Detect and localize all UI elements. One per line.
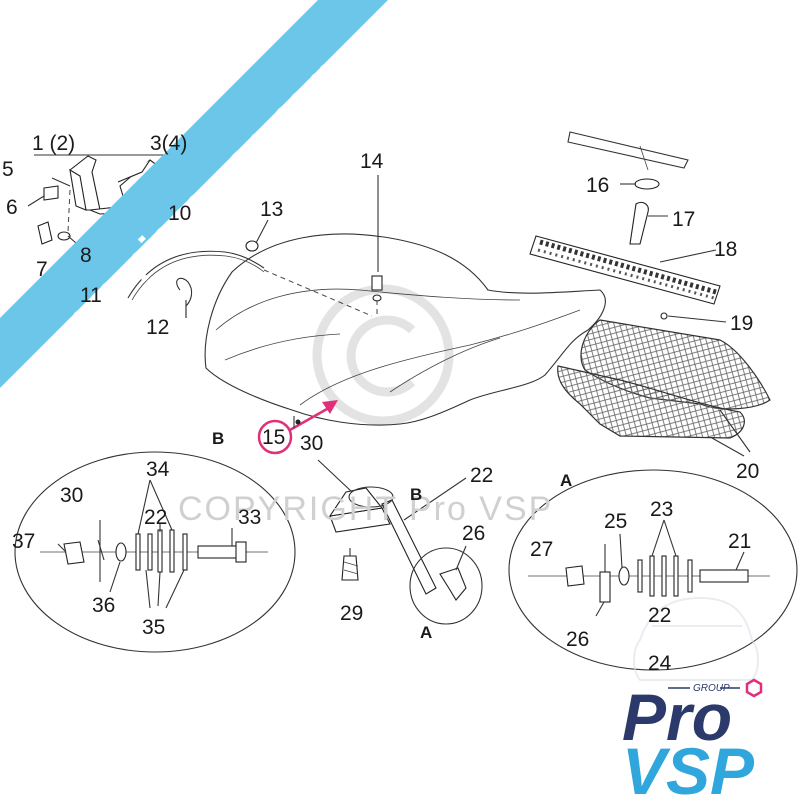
callout-25-right: 25 [604, 510, 627, 533]
callout-16: 16 [586, 174, 609, 197]
insulation-pads [557, 319, 771, 457]
callout-18: 18 [714, 238, 737, 261]
view-label-b-center: B [410, 485, 422, 504]
callout-11: 11 [80, 284, 102, 307]
callout-12: 12 [146, 316, 169, 339]
grommet-part [245, 219, 269, 252]
callout-22-center: 22 [470, 464, 493, 487]
logo-pro-text: Pro [622, 680, 732, 754]
callout-29: 29 [340, 602, 363, 625]
car-silhouette-watermark [633, 596, 759, 681]
callout-22-left: 22 [144, 506, 167, 529]
site-watermark-banner: pro-piece-vsp.com [0, 0, 388, 388]
callout-17: 17 [672, 208, 695, 231]
callout-35-left: 35 [142, 616, 165, 639]
callout-22-right: 22 [648, 604, 671, 627]
logo-group-text: GROUP [693, 683, 730, 694]
callout-5: 5 [2, 158, 14, 181]
callout-20: 20 [736, 460, 759, 483]
callout-15: 15 [262, 426, 285, 449]
pro-vsp-logo: GROUP Pro VSP [622, 678, 763, 800]
callout-37-left: 37 [12, 530, 35, 553]
view-label-a: A [560, 471, 572, 490]
upper-rail-and-seal [529, 131, 727, 323]
callout-26-center: 26 [462, 522, 485, 545]
hood-panel [204, 233, 606, 426]
callout-30-center: 30 [300, 432, 323, 455]
copyright-watermark-text: COPYRIGHT Pro VSP [178, 490, 553, 528]
callout-13: 13 [260, 198, 283, 221]
callout-24-right: 24 [648, 652, 672, 675]
callout-14: 14 [360, 150, 384, 173]
callout-1-2: 1 (2) [32, 132, 75, 155]
view-label-b: B [212, 429, 224, 448]
detail-view-a [508, 469, 798, 671]
copyright-watermark-circle [312, 284, 454, 426]
detail-view-b [14, 451, 296, 653]
callout-19: 19 [730, 312, 753, 335]
callout-33-left: 33 [238, 506, 261, 529]
callout-34-left: 34 [146, 458, 170, 481]
logo-vsp-text: VSP [622, 734, 755, 800]
callout-7: 7 [36, 258, 48, 281]
callout-8: 8 [80, 244, 92, 267]
hood-latch-part [371, 175, 383, 318]
highlight-callout-15 [257, 400, 338, 455]
center-bracket-assembly [317, 459, 483, 625]
callout-labels: 1 (2) 3(4) 5 6 7 8 10 11 12 13 14 15 16 … [2, 132, 759, 675]
callout-3-4: 3(4) [150, 132, 187, 155]
callout-10: 10 [168, 202, 191, 225]
release-cable [127, 250, 265, 299]
callout-36-left: 36 [92, 594, 115, 617]
view-label-a-center: A [420, 623, 432, 642]
callout-27-right: 27 [530, 538, 553, 561]
callout-26-right: 26 [566, 628, 589, 651]
cable-clip-part [176, 277, 193, 318]
callout-30-left: 30 [60, 484, 83, 507]
callout-6: 6 [6, 196, 18, 219]
callout-21-right: 21 [728, 530, 751, 553]
callout-23-right: 23 [650, 498, 673, 521]
cable-routing-line [263, 269, 373, 317]
